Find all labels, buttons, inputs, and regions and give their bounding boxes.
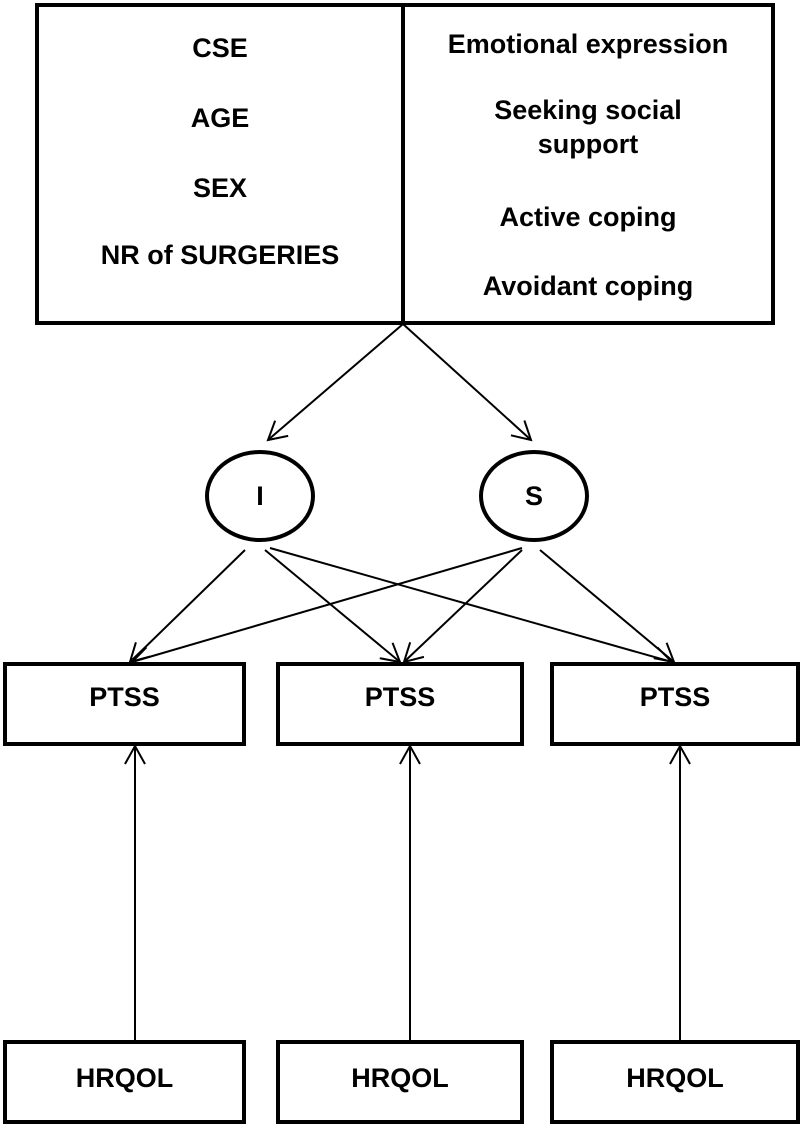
hrqol-box-1: HRQOL: [3, 1040, 246, 1124]
ptss-label-3: PTSS: [639, 682, 711, 712]
hrqol-box-2: HRQOL: [276, 1040, 524, 1124]
predictors-right-column: Emotional expression Seeking social supp…: [405, 3, 771, 321]
ptss-label-1: PTSS: [89, 682, 160, 712]
intercept-factor: I: [205, 450, 315, 542]
arrow-i-to-ptss-1: [128, 549, 246, 664]
predictor-cse: CSE: [192, 33, 248, 63]
hrqol-label-3: HRQOL: [626, 1063, 724, 1093]
arrow-s-to-ptss-2: [402, 549, 523, 664]
predictor-seeking-social-support: Seeking social support: [494, 95, 682, 159]
arrow-predictors-to-i: [266, 323, 404, 442]
predictors-divider: [401, 3, 405, 325]
ptss-box-3: PTSS: [550, 662, 800, 746]
arrow-s-to-ptss-3: [539, 549, 676, 664]
hrqol-label-1: HRQOL: [75, 1063, 174, 1093]
arrow-i-to-ptss-3: [269, 547, 674, 668]
predictors-left-column: CSE AGE SEX NR of SURGERIES: [39, 3, 401, 321]
ptss-box-1: PTSS: [3, 662, 246, 746]
ptss-box-2: PTSS: [276, 662, 524, 746]
predictor-avoidant-coping: Avoidant coping: [482, 271, 694, 301]
predictors-box: [35, 3, 775, 325]
ptss-label-2: PTSS: [364, 682, 436, 712]
slope-factor: S: [479, 450, 589, 542]
arrow-s-to-ptss-1: [130, 547, 523, 668]
predictor-active-coping: Active coping: [499, 202, 677, 232]
predictor-sex: SEX: [192, 173, 248, 203]
predictor-surgeries: NR of SURGERIES: [100, 240, 340, 270]
hrqol-box-3: HRQOL: [550, 1040, 800, 1124]
predictor-age: AGE: [190, 103, 250, 133]
arrow-predictors-to-s: [402, 323, 533, 442]
hrqol-label-2: HRQOL: [351, 1063, 449, 1093]
predictor-emotional-expression: Emotional expression: [447, 29, 729, 59]
arrow-i-to-ptss-2: [264, 549, 402, 664]
